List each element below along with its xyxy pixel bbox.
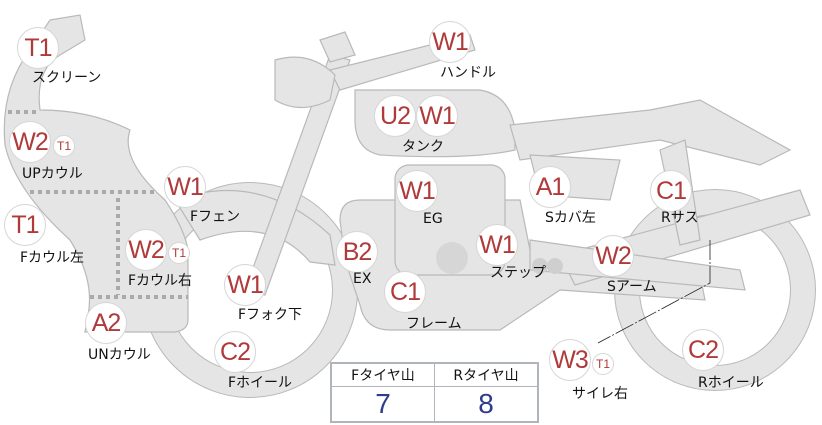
grade-badge-tank[interactable]: U2 <box>374 95 416 137</box>
label-f-fender: Fフェン <box>190 209 241 225</box>
header-front-tire: Fタイヤ山 <box>330 362 435 387</box>
grade-badge-f-fender[interactable]: W1 <box>164 166 206 208</box>
grade-badge-r-wheel[interactable]: C2 <box>682 329 724 371</box>
label-f-cowl-right: Fカウル右 <box>128 273 193 289</box>
seat-shape <box>509 99 792 166</box>
header-rear-tire: Rタイヤ山 <box>434 362 539 387</box>
grade-badge-engine[interactable]: W1 <box>396 170 438 212</box>
label-swing-arm: Sアーム <box>607 279 657 295</box>
grade-badge-f-wheel[interactable]: C2 <box>214 331 256 373</box>
label-muffler-right: サイレ右 <box>572 386 628 402</box>
grade-badge-f-fork-lower[interactable]: W1 <box>224 264 266 306</box>
label-step: ステップ <box>490 265 546 281</box>
sub-grade-badge-f-cowl-right[interactable]: T1 <box>168 242 190 264</box>
tire-tread-table: Fタイヤ山 Rタイヤ山 7 8 <box>330 362 539 423</box>
label-up-cowl: UPカウル <box>22 166 83 182</box>
headlight-shape <box>274 56 336 109</box>
grade-badge-frame[interactable]: C1 <box>384 271 426 313</box>
grade-badge-up-cowl[interactable]: W2 <box>9 121 51 163</box>
label-side-cover-left: Sカバ左 <box>545 210 596 226</box>
grade-badge-step[interactable]: W1 <box>476 224 518 266</box>
label-tank: タンク <box>402 139 444 155</box>
label-exhaust: EX <box>353 271 372 287</box>
sub-grade-badge-muffler-right[interactable]: T1 <box>592 353 614 375</box>
grade-badge-screen[interactable]: T1 <box>17 27 59 69</box>
grade-badge-handle[interactable]: W1 <box>429 21 471 63</box>
label-engine: EG <box>423 211 443 227</box>
label-r-suspension: Rサス <box>661 210 699 226</box>
grade-badge-exhaust[interactable]: B2 <box>336 231 378 273</box>
label-screen: スクリーン <box>32 70 102 86</box>
grade-badge-muffler-right[interactable]: W3 <box>549 339 591 381</box>
grade-badge-f-cowl-right[interactable]: W2 <box>125 229 167 271</box>
label-f-fork-lower: Fフォク下 <box>238 307 303 323</box>
label-un-cowl: UNカウル <box>88 347 151 363</box>
label-frame: フレーム <box>406 316 462 332</box>
grade-badge-f-cowl-left[interactable]: T1 <box>4 204 46 246</box>
sub-grade-badge-up-cowl[interactable]: T1 <box>53 135 75 157</box>
grade-badge-side-cover-left[interactable]: A1 <box>529 166 571 208</box>
grade-badge-un-cowl[interactable]: A2 <box>85 302 127 344</box>
label-r-wheel: Rホイール <box>698 375 764 391</box>
grade-badge-swing-arm[interactable]: W2 <box>592 235 634 277</box>
grade-badge-tank-2[interactable]: W1 <box>416 95 458 137</box>
label-f-wheel: Fホイール <box>228 375 293 391</box>
value-front-tire: 7 <box>330 386 435 423</box>
value-rear-tire: 8 <box>434 386 539 423</box>
grade-badge-r-suspension[interactable]: C1 <box>650 170 692 212</box>
label-handle: ハンドル <box>440 65 496 81</box>
label-f-cowl-left: Fカウル左 <box>20 250 85 266</box>
